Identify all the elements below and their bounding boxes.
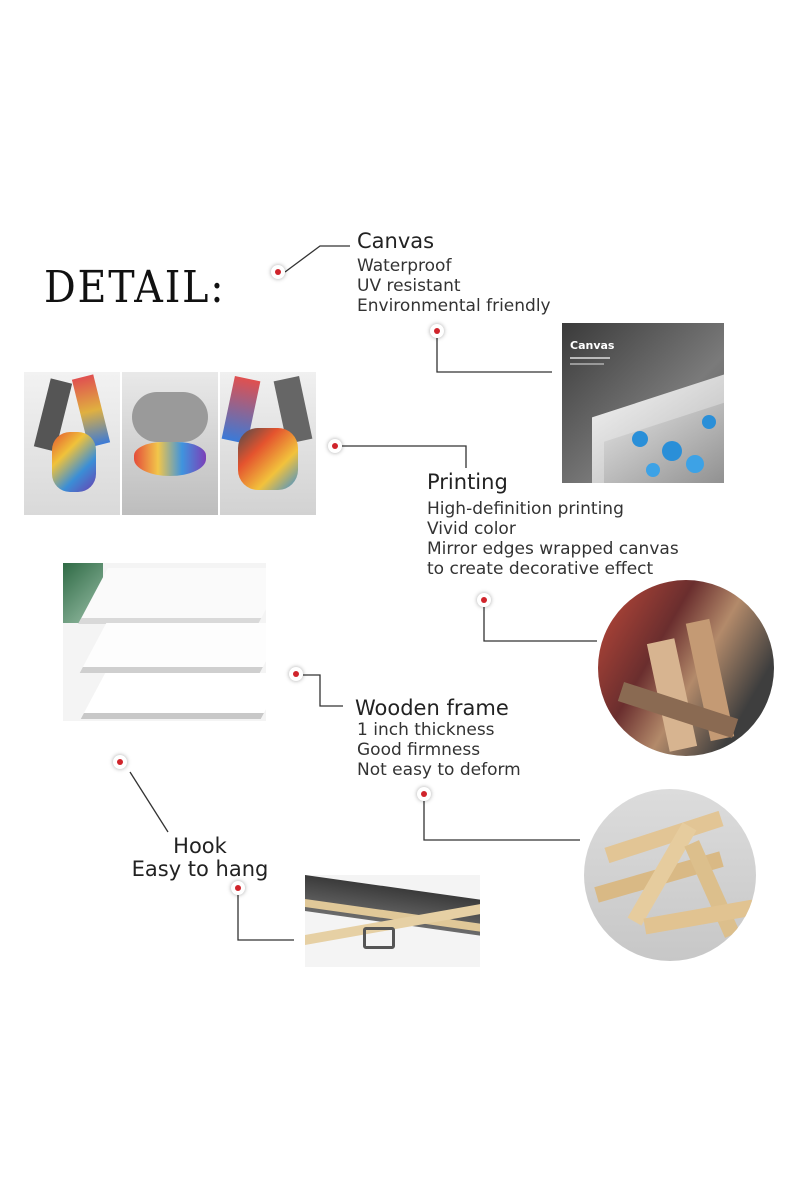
frame-layer — [79, 623, 266, 673]
marker-dot — [430, 324, 444, 338]
marker-dot — [328, 439, 342, 453]
blue-flower-shape — [632, 431, 648, 447]
marker-dot — [231, 881, 245, 895]
wooden-frame-photo — [584, 789, 756, 961]
canvas-feature: UV resistant — [357, 276, 461, 296]
photo-caption-line — [570, 363, 604, 365]
frame-layer — [80, 673, 266, 719]
canvas-feature: Environmental friendly — [357, 296, 551, 316]
artwork-panel-2 — [122, 372, 218, 515]
photo-caption-line — [570, 357, 610, 359]
blue-flower-shape — [662, 441, 682, 461]
printing-photo-connector — [483, 607, 597, 642]
printing-feature-list: High-definition printing Vivid color Mir… — [427, 499, 679, 579]
wooden-frame-heading: Wooden frame — [355, 696, 509, 720]
wooden-frame-photo-connector — [423, 800, 580, 841]
artwork-panel-1 — [24, 372, 120, 515]
art-face-shade — [132, 392, 208, 442]
canvas-photo-connector — [436, 338, 552, 373]
printing-feature: to create decorative effect — [427, 559, 654, 579]
canvas-heading: Canvas — [357, 229, 435, 253]
stacked-frames-photo — [63, 563, 266, 721]
blue-flower-shape — [702, 415, 716, 429]
hook-connector — [129, 771, 169, 833]
wooden-frame-feature: Not easy to deform — [357, 760, 521, 780]
wooden-frame-feature: Good firmness — [357, 740, 481, 760]
wooden-frame-feature-list: 1 inch thickness Good firmness Not easy … — [357, 720, 521, 780]
marker-dot — [113, 755, 127, 769]
canvas-feature: Waterproof — [357, 256, 452, 276]
hook-photo-connector — [237, 895, 294, 941]
canvas-feature-list: Waterproof UV resistant Environmental fr… — [357, 256, 551, 316]
blue-flower-shape — [646, 463, 660, 477]
hook-feature: Easy to hang — [131, 857, 269, 881]
printing-heading: Printing — [427, 470, 508, 494]
art-lips — [134, 442, 206, 476]
canvas-sample-photo: Canvas — [562, 323, 724, 483]
hook-icon — [363, 927, 395, 949]
canvas-photo-label: Canvas — [570, 339, 615, 352]
artwork-panel-3 — [220, 372, 316, 515]
printing-connector — [342, 445, 467, 468]
marker-dot — [271, 265, 285, 279]
printing-feature: Vivid color — [427, 519, 516, 539]
wooden-frame-feature: 1 inch thickness — [357, 720, 495, 740]
marker-dot — [417, 787, 431, 801]
printing-feature: Mirror edges wrapped canvas — [427, 539, 679, 559]
hook-heading: Hook — [173, 834, 227, 858]
hook-photo — [305, 875, 480, 967]
wooden-frame-connector — [303, 674, 343, 707]
printing-feature: High-definition printing — [427, 499, 624, 519]
canvas-connector — [284, 245, 350, 273]
blue-flower-shape — [686, 455, 704, 473]
mirror-edge-photo — [598, 580, 774, 756]
art-hands — [52, 432, 96, 492]
marker-dot — [477, 593, 491, 607]
page-title: DETAIL: — [44, 262, 226, 313]
marker-dot — [289, 667, 303, 681]
frame-layer — [78, 568, 266, 624]
art-hands — [238, 428, 298, 490]
